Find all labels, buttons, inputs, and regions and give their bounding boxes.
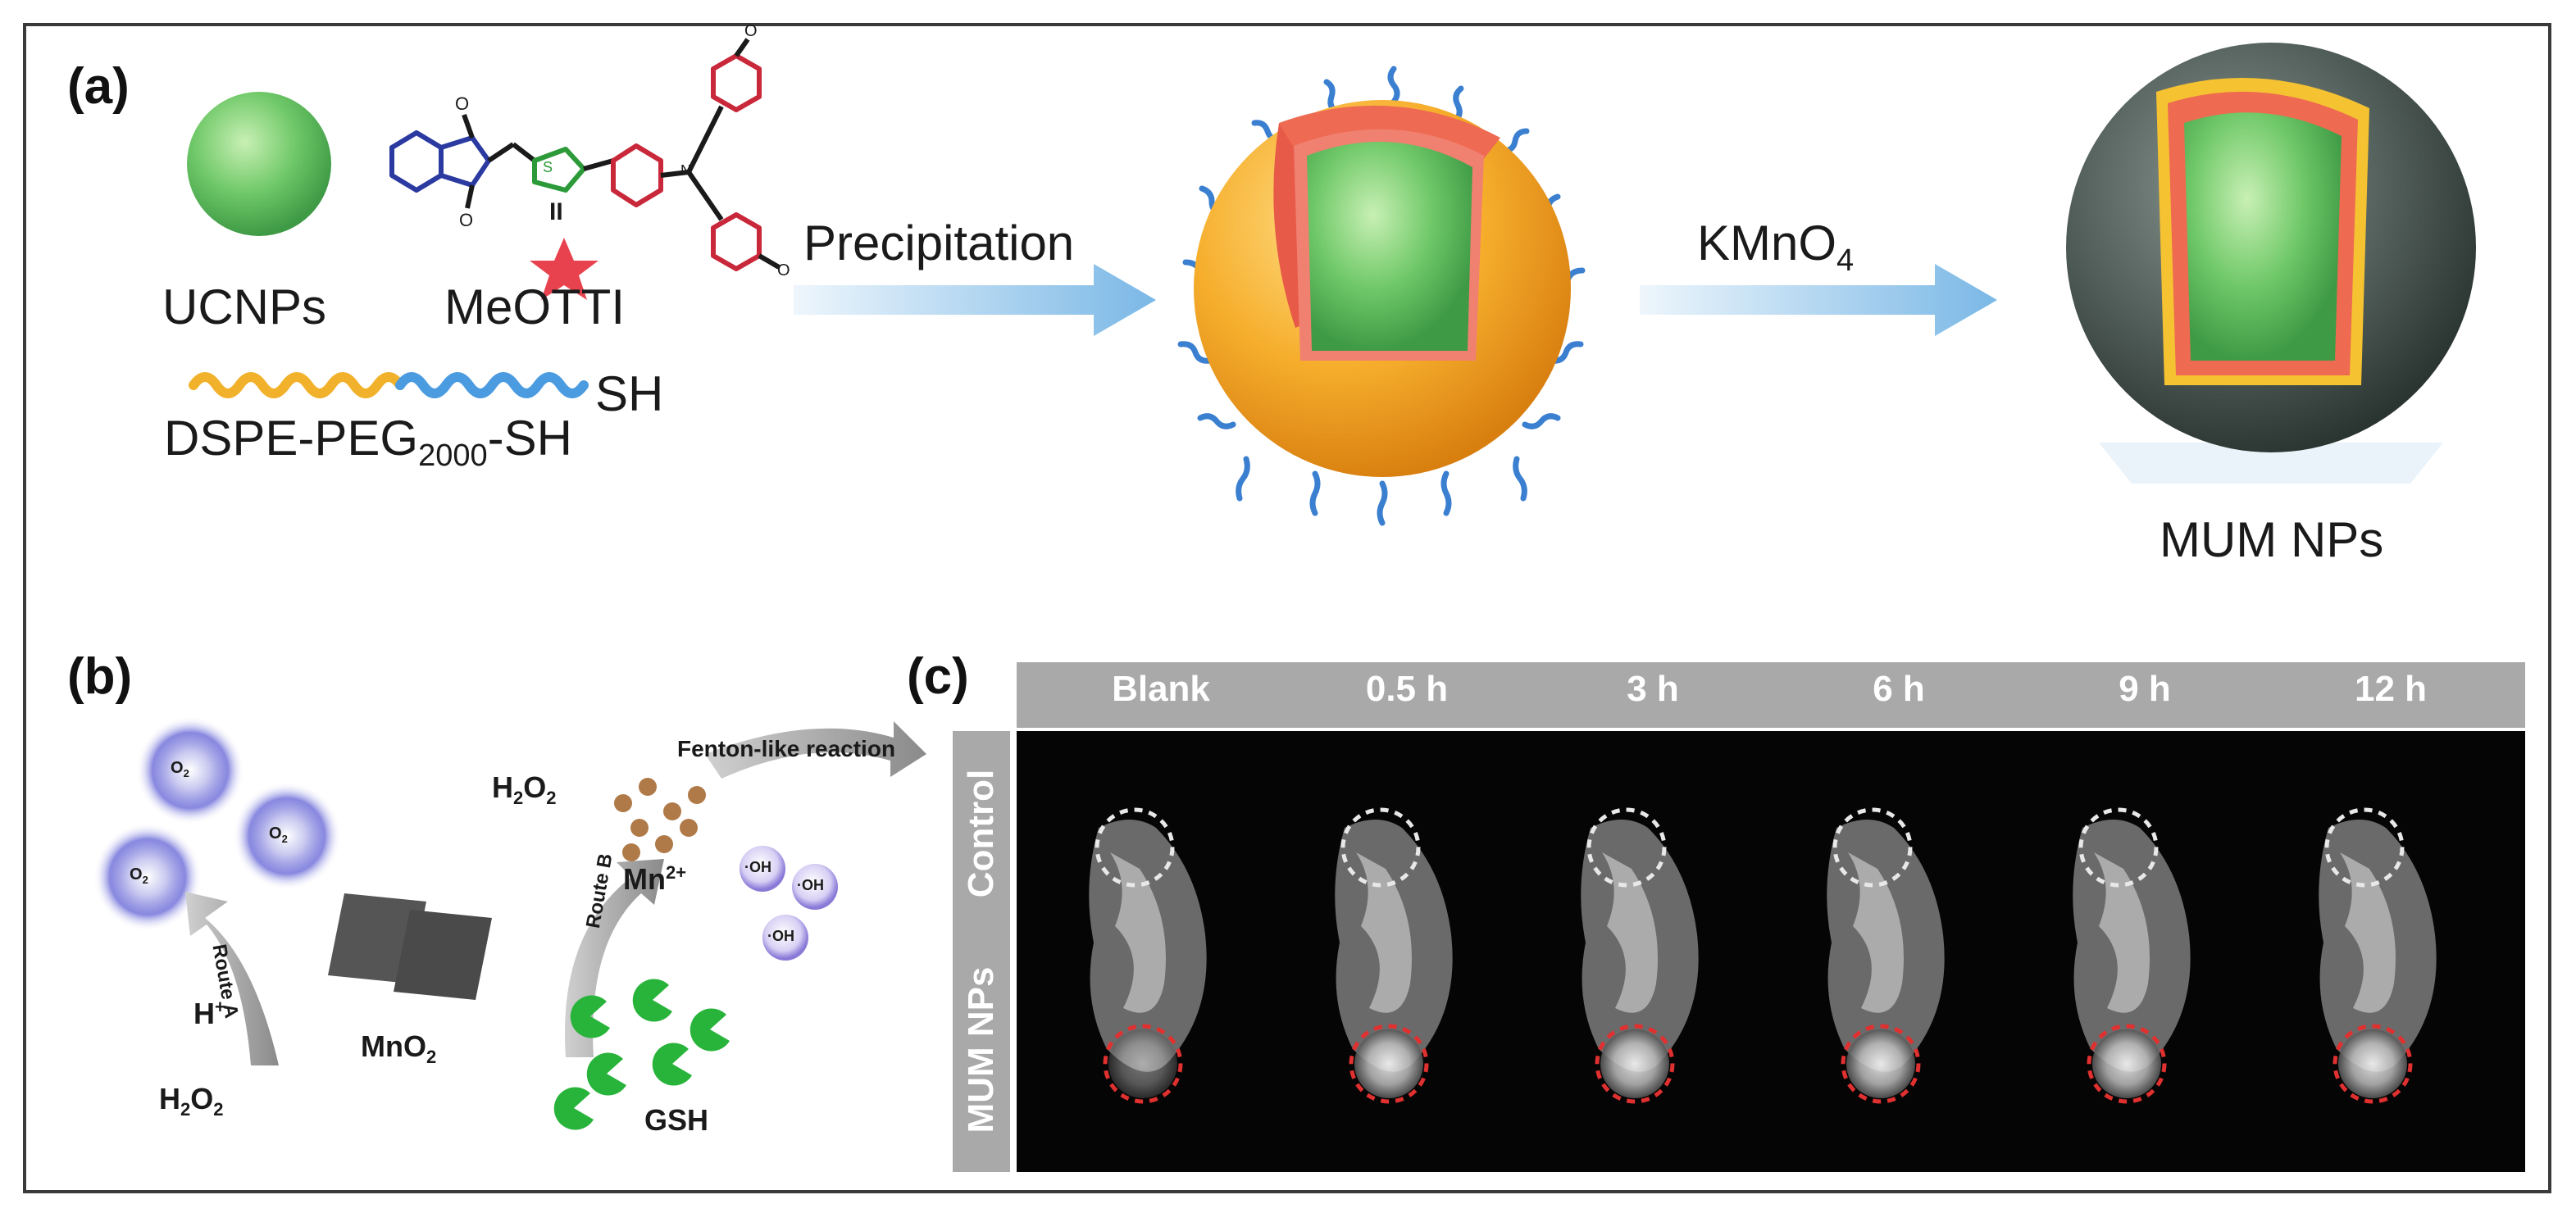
svg-text:O: O bbox=[744, 22, 758, 40]
h2o2-route-a-label: H2O2 bbox=[159, 1082, 224, 1120]
mri-internal-structure bbox=[1602, 852, 1658, 1013]
o2-label-1: O2 bbox=[171, 759, 189, 779]
timepoint-header-strip bbox=[1017, 662, 2525, 728]
sh-label: SH bbox=[595, 366, 664, 421]
timepoint-label: 0.5 h bbox=[1365, 669, 1449, 709]
svg-text:S: S bbox=[543, 159, 553, 175]
tumor-region-circle bbox=[2087, 1024, 2167, 1104]
tumor-region-circle bbox=[1349, 1024, 1429, 1104]
h2o2-fenton-label: H2O2 bbox=[492, 770, 557, 809]
control-region-circle bbox=[1340, 807, 1421, 888]
kmno4-label: KMnO4 bbox=[1697, 216, 1855, 278]
h-plus-label: H+ bbox=[193, 997, 225, 1030]
meotti-label: MeOTTI bbox=[444, 279, 625, 334]
o2-label-3: O2 bbox=[130, 865, 148, 886]
panel-a-label: (a) bbox=[67, 58, 130, 115]
tumor-region-circle bbox=[1103, 1024, 1183, 1104]
mri-internal-structure bbox=[1356, 852, 1412, 1013]
mri-mouse-frame bbox=[1581, 807, 1699, 1104]
mri-internal-structure bbox=[2094, 852, 2150, 1013]
mri-image-strip bbox=[1017, 731, 2525, 1172]
ucnps-label: UCNPs bbox=[162, 279, 327, 334]
mri-tumor-signal bbox=[1354, 1029, 1423, 1098]
mri-mouse-frame bbox=[1089, 807, 1207, 1104]
oh-label-3: ·OH bbox=[767, 928, 794, 944]
row-label-strip bbox=[953, 731, 1010, 1172]
timepoint-label: 9 h bbox=[2119, 669, 2171, 709]
timepoint-label: 12 h bbox=[2354, 669, 2428, 709]
svg-text:II: II bbox=[549, 198, 563, 225]
mum-nps-label: MUM NPs bbox=[2160, 512, 2384, 567]
mri-mouse-frame bbox=[1335, 807, 1453, 1104]
svg-text:N: N bbox=[680, 162, 691, 179]
oh-label-2: ·OH bbox=[797, 877, 824, 893]
tumor-region-circle bbox=[2333, 1024, 2413, 1104]
svg-text:O: O bbox=[777, 261, 790, 279]
panel-c-label: (c) bbox=[907, 648, 969, 705]
control-region-circle bbox=[1095, 807, 1175, 888]
mri-tumor-signal bbox=[1846, 1029, 1915, 1098]
mri-mouse-frame bbox=[2319, 807, 2437, 1104]
tumor-region-circle bbox=[1595, 1024, 1675, 1104]
mri-tumor-signal bbox=[1108, 1029, 1177, 1098]
timepoint-label: 6 h bbox=[1873, 669, 1925, 709]
svg-text:O: O bbox=[455, 93, 469, 114]
mri-mouse-frame bbox=[2073, 807, 2191, 1104]
gsh-label: GSH bbox=[644, 1103, 709, 1137]
mri-tumor-signal bbox=[2338, 1029, 2407, 1098]
o2-label-2: O2 bbox=[269, 825, 288, 845]
control-region-circle bbox=[2078, 807, 2159, 888]
mri-internal-structure bbox=[1110, 852, 1166, 1013]
control-region-circle bbox=[2324, 807, 2405, 888]
mri-internal-structure bbox=[1848, 852, 1904, 1013]
control-region-circle bbox=[1832, 807, 1913, 888]
mri-tumor-signal bbox=[1600, 1029, 1669, 1098]
tumor-region-circle bbox=[1841, 1024, 1921, 1104]
fenton-label: Fenton-like reaction bbox=[677, 736, 896, 761]
timepoint-label: Blank bbox=[1112, 669, 1210, 709]
control-region-circle bbox=[1586, 807, 1667, 888]
precipitation-label: Precipitation bbox=[803, 216, 1075, 270]
mri-tumor-signal bbox=[2092, 1029, 2161, 1098]
dspe-peg-label: DSPE-PEG2000-SH bbox=[164, 411, 572, 473]
mno2-label: MnO2 bbox=[361, 1029, 437, 1068]
mri-mouse-frame bbox=[1827, 807, 1945, 1104]
svg-text:O: O bbox=[459, 210, 473, 230]
mn2-label: Mn2+ bbox=[623, 862, 687, 896]
mri-internal-structure bbox=[2340, 852, 2396, 1013]
panel-b-label: (b) bbox=[67, 648, 133, 705]
timepoint-label: 3 h bbox=[1627, 669, 1679, 709]
oh-label-1: ·OH bbox=[744, 859, 771, 875]
